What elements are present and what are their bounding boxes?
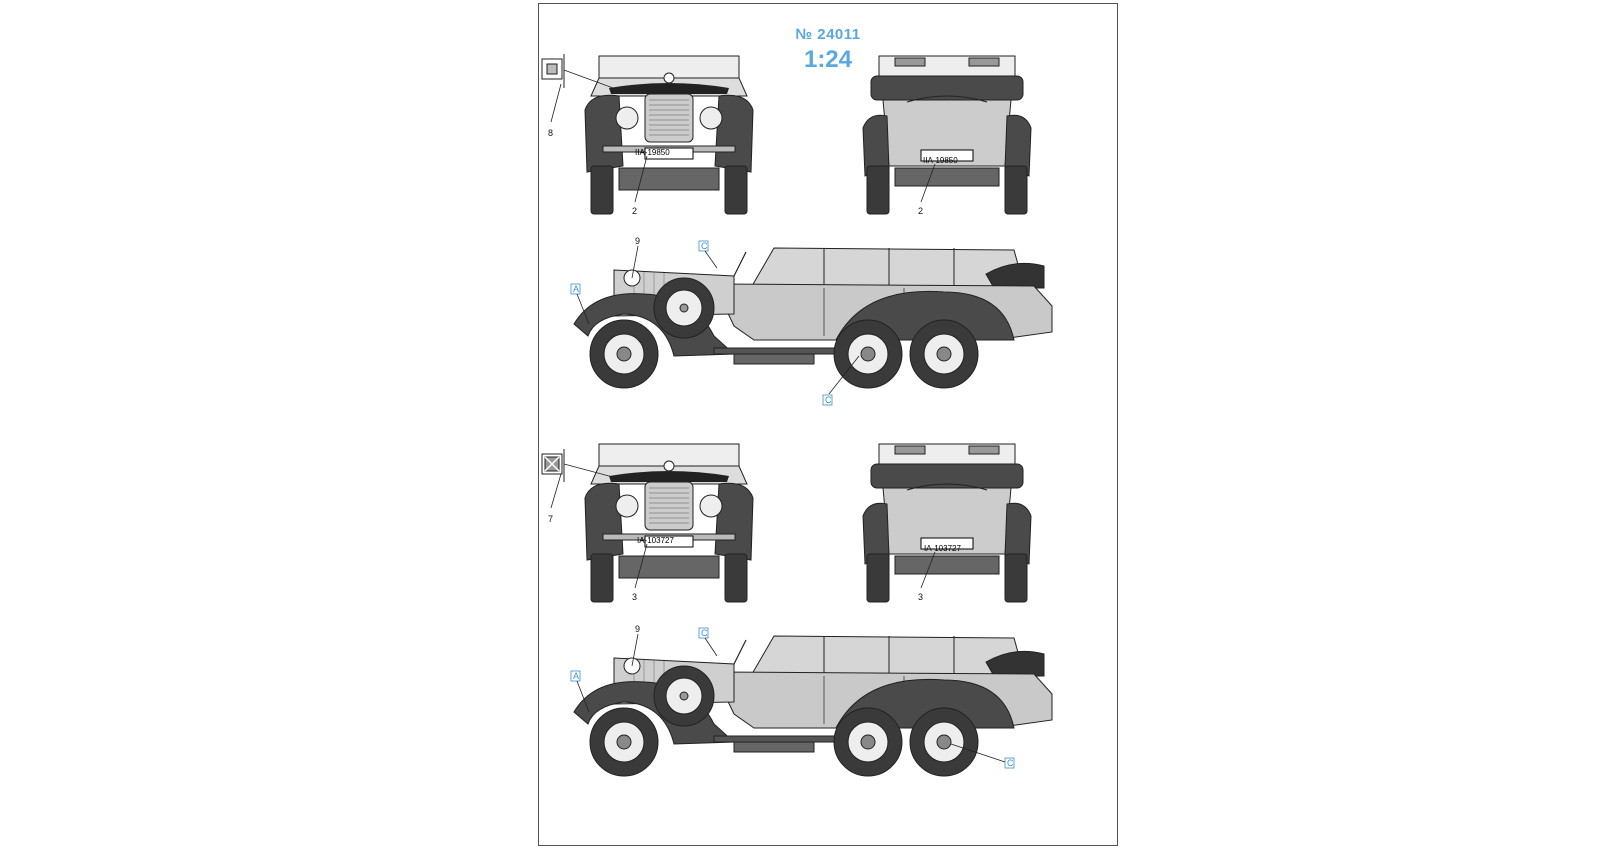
kit-number: № 24011 xyxy=(795,26,861,43)
variant-1: IIA-19850 8 2 IIA-19850 2 9 A C xyxy=(541,54,1053,406)
front-plate-text: IIA-19850 xyxy=(635,148,670,157)
callout-front-plate: 2 xyxy=(632,206,637,216)
drawings-canvas: IIA-19850 8 2 IIA-19850 2 9 A C xyxy=(541,54,1053,777)
flag-icon xyxy=(541,449,625,482)
instruction-sheet: № 24011 1:24 xyxy=(538,3,1118,846)
rear-plate-text: IIA-19850 xyxy=(923,156,958,165)
side-view-drawing xyxy=(573,247,1053,389)
callout-wheel-C: C xyxy=(825,395,832,405)
variant-2: IA-103727 7 3 IA-103727 3 9 A xyxy=(541,443,1053,777)
callout-flag: 8 xyxy=(548,128,553,138)
rear-plate-text: IA-103727 xyxy=(924,544,961,553)
callout-side-9: 9 xyxy=(635,624,640,634)
kit-scale: 1:24 xyxy=(803,46,853,73)
callout-rear-plate: 3 xyxy=(918,592,923,602)
front-view-drawing xyxy=(584,443,754,603)
front-view-drawing xyxy=(584,55,754,215)
callout-wheel-C: C xyxy=(1007,758,1014,768)
front-plate-text: IA-103727 xyxy=(637,536,674,545)
callout-windshield-C: C xyxy=(701,241,708,251)
callout-side-9: 9 xyxy=(635,236,640,246)
flag-icon xyxy=(541,54,625,93)
rear-view-drawing xyxy=(862,443,1032,603)
callout-front-plate: 3 xyxy=(632,592,637,602)
callout-side-A: A xyxy=(573,671,579,681)
side-view-drawing xyxy=(573,635,1053,777)
callout-rear-plate: 2 xyxy=(918,206,923,216)
rear-view-drawing xyxy=(862,55,1032,215)
callout-side-A: A xyxy=(573,284,579,294)
callout-windshield-C: C xyxy=(701,628,708,638)
callout-flag: 7 xyxy=(548,514,553,524)
